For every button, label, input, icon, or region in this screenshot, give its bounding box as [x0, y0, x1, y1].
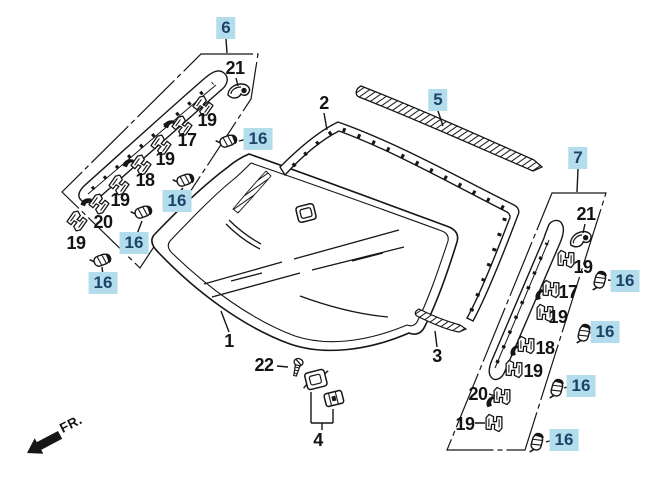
callout-fastener-16[interactable]: 16	[162, 190, 192, 212]
right-molding-ticks	[495, 242, 549, 364]
callout-screw: 22	[254, 355, 274, 375]
clip-icon	[486, 385, 513, 412]
clip-icon	[64, 208, 90, 234]
callout-fastener-16[interactable]: 16	[119, 232, 149, 254]
glass-frit-wedge	[232, 170, 272, 214]
callout-clip: 19	[197, 110, 217, 130]
right-molding	[488, 219, 565, 381]
callout-fastener-16[interactable]: 16	[610, 270, 640, 292]
callout-bracket: 4	[313, 430, 323, 450]
callout-lower-molding: 3	[432, 346, 442, 366]
cowl-seal-strip	[355, 85, 544, 172]
screw-icon	[289, 356, 305, 378]
clip-icon	[591, 269, 608, 294]
callout-clip: 17	[177, 130, 197, 150]
glass-outer-edge	[151, 153, 459, 352]
clip-icon	[171, 171, 196, 190]
glass-inner-edge	[167, 162, 449, 343]
upper-molding-band	[279, 121, 520, 322]
clip-icon	[482, 412, 506, 434]
upper-molding-ticks	[291, 125, 509, 315]
callout-group-left[interactable]: 6	[216, 17, 236, 39]
callout-clip: 21	[225, 58, 245, 78]
clip-icon	[129, 203, 154, 222]
right-assembly-outline	[446, 192, 607, 451]
callout-clip: 18	[535, 338, 555, 358]
clip-icon	[528, 431, 545, 456]
callout-fastener-16[interactable]: 16	[88, 272, 118, 294]
callout-clip: 20	[468, 384, 488, 404]
lower-molding-strip	[414, 308, 468, 333]
left-molding-ticks	[90, 81, 215, 191]
clip-icon	[548, 377, 565, 402]
callout-clip: 19	[573, 257, 593, 277]
left-assembly	[61, 53, 259, 270]
callout-group-right[interactable]: 7	[568, 147, 588, 169]
right-assembly	[446, 192, 608, 456]
clip-icon	[88, 251, 113, 270]
callout-cowl-seal[interactable]: 5	[428, 89, 448, 111]
callout-clip: 19	[548, 307, 568, 327]
left-molding-inner-line	[87, 84, 217, 195]
bracket-upper	[303, 368, 329, 391]
callout-fastener-16[interactable]: 16	[549, 429, 579, 451]
callout-fastener-16[interactable]: 16	[566, 375, 596, 397]
mirror-mount-square	[295, 202, 317, 224]
callout-clip: 21	[576, 204, 596, 224]
clip-icon	[227, 83, 251, 99]
clip-icon	[568, 229, 594, 249]
glass-reflection-lines	[203, 219, 405, 318]
callout-windshield: 1	[224, 331, 234, 351]
callout-fastener-16[interactable]: 16	[590, 321, 620, 343]
windshield-glass	[151, 153, 459, 352]
bracket-lower	[323, 389, 345, 408]
callout-fastener-16[interactable]: 16	[243, 128, 273, 150]
callout-upper-molding: 2	[319, 93, 329, 113]
callout-clip: 19	[110, 190, 130, 210]
callout-clip: 20	[93, 212, 113, 232]
callout-clip: 19	[66, 233, 86, 253]
fr-arrow-icon	[27, 431, 63, 454]
upper-molding	[279, 121, 520, 322]
callout-clip: 17	[558, 282, 578, 302]
callout-clip: 19	[155, 149, 175, 169]
left-assembly-outline	[61, 53, 259, 269]
callout-clip: 18	[135, 170, 155, 190]
callout-clip: 19	[455, 414, 475, 434]
clip-icon	[575, 322, 592, 347]
callout-clip: 19	[523, 361, 543, 381]
